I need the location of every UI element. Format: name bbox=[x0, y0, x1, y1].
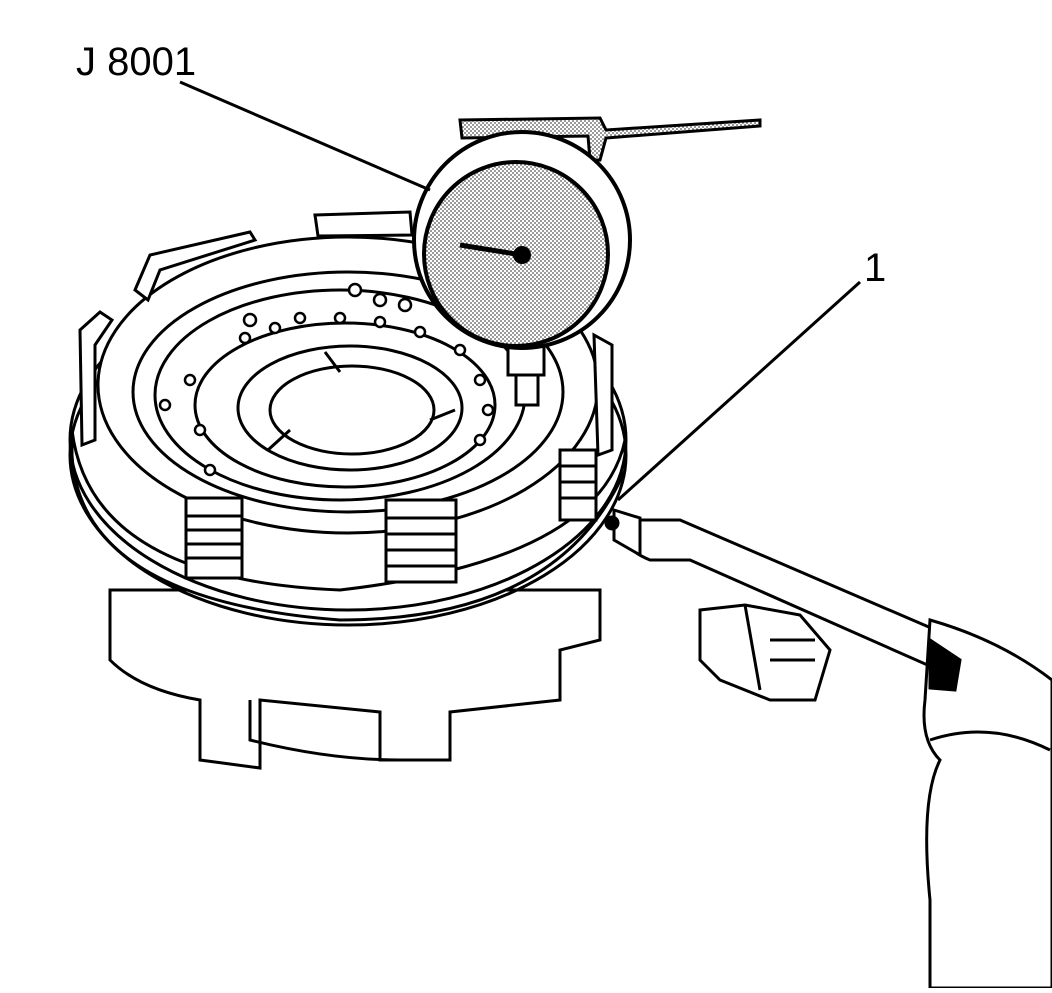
clutch-plates bbox=[184, 448, 598, 584]
drum-tabs bbox=[78, 210, 614, 458]
callout-tool-label: J 8001 bbox=[76, 40, 197, 84]
air-gun-body bbox=[698, 603, 1052, 990]
piston-holes bbox=[158, 282, 495, 477]
dial-indicator bbox=[412, 130, 632, 350]
leader-line-part bbox=[616, 280, 862, 502]
leader-lines bbox=[179, 80, 862, 502]
callout-part-label: 1 bbox=[864, 246, 887, 290]
leader-line-tool bbox=[179, 80, 431, 192]
